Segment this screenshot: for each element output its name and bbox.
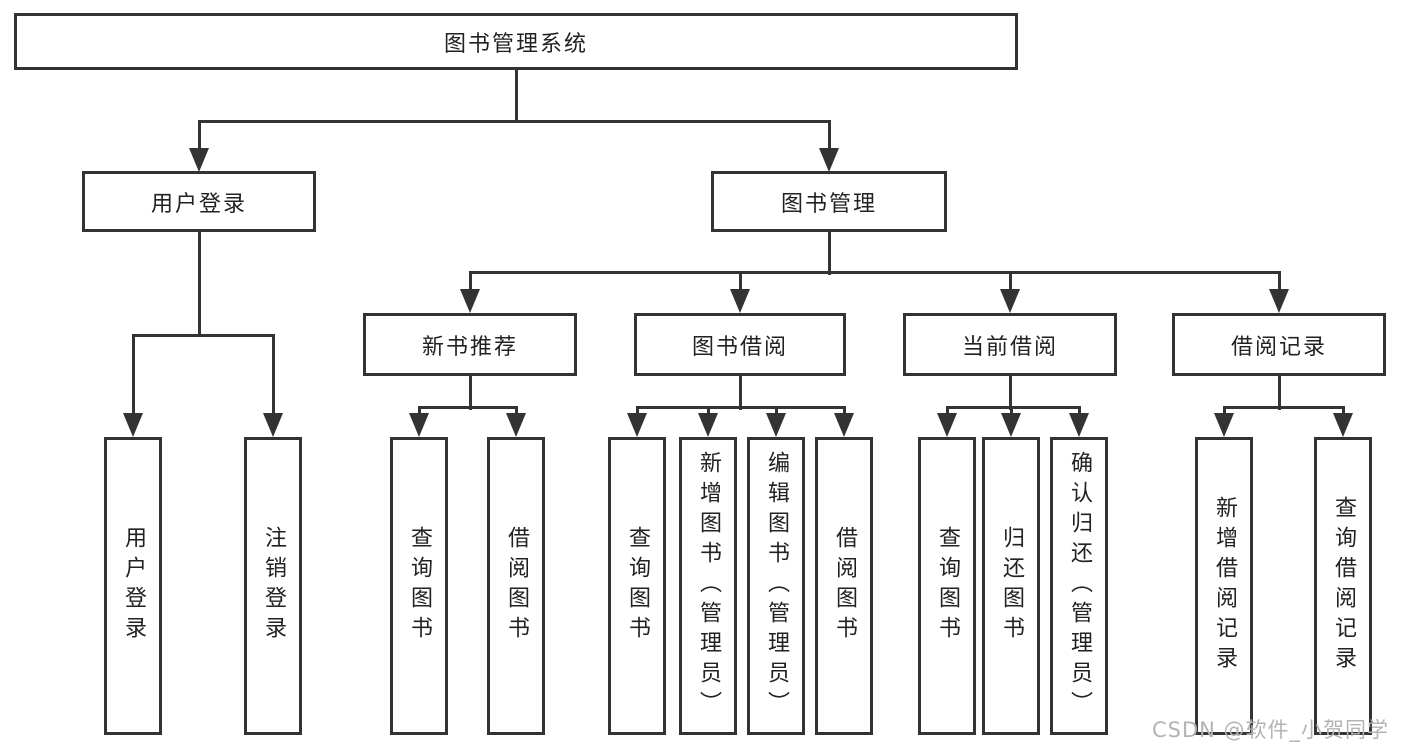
leaf-confirm-return-admin: 确认归还（管理员） bbox=[1050, 437, 1108, 735]
connector-stub bbox=[418, 406, 421, 416]
leaf-borrow-books-recommend: 借阅图书 bbox=[487, 437, 545, 735]
leaf-query-books-current: 查询图书 bbox=[918, 437, 976, 735]
arrow-down-icon bbox=[698, 413, 718, 437]
leaf-add-books-admin: 新增图书（管理员） bbox=[679, 437, 737, 735]
node-label: 图书管理 bbox=[780, 191, 877, 217]
node-label: 当前借阅 bbox=[961, 334, 1058, 360]
connector-root-stem bbox=[515, 70, 518, 122]
csdn-watermark: CSDN @软件_小贺同学 bbox=[1152, 718, 1390, 742]
node-label: 查询借阅记录 bbox=[1331, 496, 1356, 676]
leaf-logout: 注销登录 bbox=[244, 437, 302, 735]
connector-stub bbox=[1223, 406, 1226, 416]
connector-to-borrowing-records bbox=[1278, 271, 1281, 293]
node-label: 编辑图书（管理员） bbox=[764, 451, 789, 721]
arrow-down-icon bbox=[819, 148, 839, 172]
node-label: 新增借阅记录 bbox=[1212, 496, 1237, 676]
arrow-down-icon bbox=[263, 413, 283, 437]
node-label: 注销登录 bbox=[261, 526, 286, 646]
connector-stub bbox=[1010, 406, 1013, 416]
connector-records-rail bbox=[1223, 406, 1345, 409]
node-new-book-recommendation: 新书推荐 bbox=[363, 313, 577, 376]
node-borrowing-records: 借阅记录 bbox=[1172, 313, 1386, 376]
connector-current-rail bbox=[946, 406, 1081, 409]
node-user-login: 用户登录 bbox=[82, 171, 316, 232]
connector-newbook-rail bbox=[418, 406, 518, 409]
node-book-management: 图书管理 bbox=[711, 171, 947, 232]
arrow-down-icon bbox=[1269, 289, 1289, 313]
node-label: 借阅图书 bbox=[832, 526, 857, 646]
connector-stub bbox=[946, 406, 949, 416]
connector-stub bbox=[843, 406, 846, 416]
leaf-borrow-books: 借阅图书 bbox=[815, 437, 873, 735]
arrow-down-icon bbox=[937, 413, 957, 437]
node-label: 确认归还（管理员） bbox=[1067, 451, 1092, 721]
connector-to-leaf-logout bbox=[272, 334, 275, 414]
arrow-down-icon bbox=[1333, 413, 1353, 437]
connector-stub bbox=[775, 406, 778, 416]
arrow-down-icon bbox=[506, 413, 526, 437]
leaf-edit-books-admin: 编辑图书（管理员） bbox=[747, 437, 805, 735]
node-label: 查询图书 bbox=[935, 526, 960, 646]
arrow-down-icon bbox=[409, 413, 429, 437]
connector-stub bbox=[515, 406, 518, 416]
arrow-down-icon bbox=[730, 289, 750, 313]
connector-stub bbox=[1078, 406, 1081, 416]
node-library-management-system: 图书管理系统 bbox=[14, 13, 1018, 70]
connector-newbook-stem bbox=[469, 376, 472, 410]
node-label: 借阅记录 bbox=[1230, 334, 1327, 360]
arrow-down-icon bbox=[123, 413, 143, 437]
arrow-down-icon bbox=[1001, 413, 1021, 437]
node-label: 图书管理系统 bbox=[443, 31, 588, 57]
arrow-down-icon bbox=[189, 148, 209, 172]
connector-current-stem bbox=[1009, 376, 1012, 410]
connector-stub bbox=[707, 406, 710, 416]
connector-stub bbox=[636, 406, 639, 416]
arrow-down-icon bbox=[1000, 289, 1020, 313]
arrow-down-icon bbox=[834, 413, 854, 437]
node-label: 新增图书（管理员） bbox=[696, 451, 721, 721]
connector-borrow-rail bbox=[636, 406, 846, 409]
leaf-add-borrow-record: 新增借阅记录 bbox=[1195, 437, 1253, 735]
node-book-borrowing: 图书借阅 bbox=[634, 313, 846, 376]
connector-to-book-management bbox=[828, 120, 831, 150]
node-label: 用户登录 bbox=[150, 191, 247, 217]
node-label: 图书借阅 bbox=[691, 334, 788, 360]
connector-mgmt-stem bbox=[828, 232, 831, 275]
node-label: 用户登录 bbox=[121, 526, 146, 646]
connector-login-rail bbox=[132, 334, 274, 337]
arrow-down-icon bbox=[460, 289, 480, 313]
connector-to-leaf-user-login bbox=[132, 334, 135, 414]
connector-borrow-stem bbox=[739, 376, 742, 410]
leaf-user-login: 用户登录 bbox=[104, 437, 162, 735]
node-label: 借阅图书 bbox=[504, 526, 529, 646]
node-label: 归还图书 bbox=[999, 526, 1024, 646]
leaf-query-borrow-record: 查询借阅记录 bbox=[1314, 437, 1372, 735]
arrow-down-icon bbox=[1214, 413, 1234, 437]
connector-login-stem bbox=[198, 232, 201, 337]
leaf-return-books: 归还图书 bbox=[982, 437, 1040, 735]
connector-stub bbox=[1342, 406, 1345, 416]
connector-mgmt-rail bbox=[469, 271, 1281, 274]
connector-to-new-book bbox=[469, 271, 472, 293]
leaf-query-books-recommend: 查询图书 bbox=[390, 437, 448, 735]
node-label: 查询图书 bbox=[407, 526, 432, 646]
leaf-query-books-borrowing: 查询图书 bbox=[608, 437, 666, 735]
connector-to-user-login bbox=[198, 120, 201, 150]
arrow-down-icon bbox=[766, 413, 786, 437]
connector-records-stem bbox=[1278, 376, 1281, 410]
node-current-borrowing: 当前借阅 bbox=[903, 313, 1117, 376]
connector-to-book-borrowing bbox=[739, 271, 742, 293]
arrow-down-icon bbox=[1069, 413, 1089, 437]
connector-root-rail bbox=[198, 120, 830, 123]
connector-to-current-borrowing bbox=[1009, 271, 1012, 293]
node-label: 查询图书 bbox=[625, 526, 650, 646]
node-label: 新书推荐 bbox=[421, 334, 518, 360]
arrow-down-icon bbox=[627, 413, 647, 437]
